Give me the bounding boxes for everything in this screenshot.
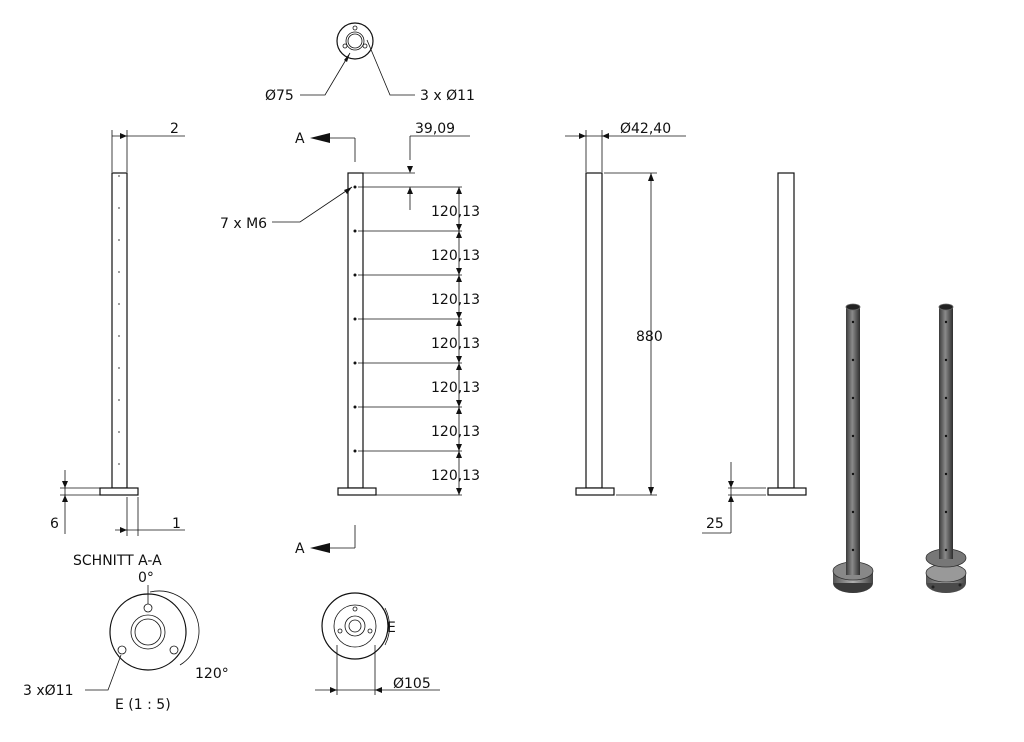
right-side-view (565, 130, 686, 496)
bottom-detail-mark: E (387, 620, 396, 636)
hole-spacing-label: 120,13 (431, 204, 480, 220)
render-hole (944, 320, 948, 324)
section-mark-top: A (295, 131, 305, 147)
render-hole (944, 510, 948, 514)
thread-hole (353, 229, 357, 233)
left-base-height-dimension: 6 (50, 516, 59, 532)
top-view-flange (300, 22, 415, 96)
far-side-view (702, 172, 807, 534)
hole-spacing-label: 120,13 (431, 468, 480, 484)
post-3d-render-2 (925, 303, 967, 593)
thread-hole (353, 405, 357, 409)
left-bottom-dimension: 1 (172, 516, 181, 532)
render-hole (851, 358, 855, 362)
render-hole (944, 396, 948, 400)
thread-hole (353, 361, 357, 365)
angle-zero-label: 0° (138, 570, 154, 586)
front-view (272, 133, 470, 553)
render-hole (944, 472, 948, 476)
hole-spacing-label: 120,13 (431, 292, 480, 308)
detail-e-view (85, 585, 200, 691)
render-hole (851, 472, 855, 476)
bottom-view (315, 592, 440, 695)
render-hole (944, 358, 948, 362)
hole-spacing-label: 120,13 (431, 248, 480, 264)
angle-120-label: 120° (195, 666, 229, 682)
hole-spacing-label: 120,13 (431, 424, 480, 440)
render-hole (851, 548, 855, 552)
threads-label: 7 x M6 (220, 216, 267, 232)
detail-holes-label: 3 xØ11 (23, 683, 73, 699)
right-height-label: 880 (636, 329, 663, 345)
thread-hole (353, 449, 357, 453)
bottom-diameter-label: Ø105 (393, 676, 431, 692)
front-offset-dimension: 39,09 (415, 121, 455, 137)
render-hole (944, 548, 948, 552)
front-spacing-labels: 120,13 120,13 120,13 120,13 120,13 120,13 120,… (431, 204, 480, 484)
thread-hole (353, 185, 357, 189)
top-view-holes-label: 3 x Ø11 (420, 88, 475, 104)
render-hole (851, 396, 855, 400)
post-3d-render-1 (832, 303, 874, 593)
left-top-dimension: 2 (170, 121, 179, 137)
section-mark-bottom: A (295, 541, 305, 557)
render-hole (944, 434, 948, 438)
detail-title: E (1 : 5) (115, 697, 171, 713)
top-view-diameter-label: Ø75 (265, 88, 294, 104)
hole-spacing-label: 120,13 (431, 336, 480, 352)
render-hole (851, 434, 855, 438)
section-title: SCHNITT A-A (73, 553, 162, 569)
far-base-height-label: 25 (706, 516, 724, 532)
left-side-view (60, 130, 185, 536)
render-hole (851, 510, 855, 514)
thread-hole (353, 317, 357, 321)
render-hole (851, 320, 855, 324)
hole-spacing-label: 120,13 (431, 380, 480, 396)
thread-hole (353, 273, 357, 277)
right-diameter-label: Ø42,40 (620, 121, 671, 137)
